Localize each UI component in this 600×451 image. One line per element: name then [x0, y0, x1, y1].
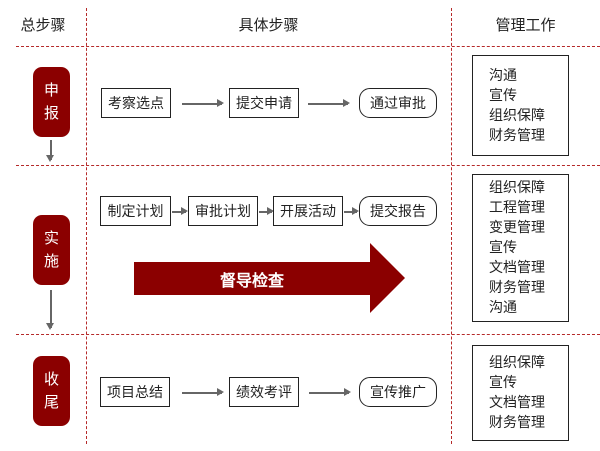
management-box: 组织保障 宣传 文档管理 财务管理 [472, 345, 569, 441]
management-item: 组织保障 [489, 355, 545, 371]
management-item: 财务管理 [489, 127, 545, 144]
step-box: 开展活动 [273, 196, 343, 226]
management-item: 文档管理 [489, 395, 545, 411]
stage-label: 实 [43, 229, 59, 247]
management-item: 宣传 [489, 87, 517, 104]
stage-label: 施 [43, 252, 59, 270]
management-box: 沟通 宣传 组织保障 财务管理 [472, 55, 569, 156]
divider [16, 165, 600, 166]
management-item: 沟通 [489, 67, 517, 84]
management-item: 文档管理 [489, 260, 545, 276]
stage-badge-implement: 实施 [33, 215, 70, 285]
right-arrow-icon [309, 389, 351, 395]
divider [451, 8, 452, 444]
step-box-result: 宣传推广 [359, 377, 437, 407]
right-arrow-icon [259, 208, 274, 214]
management-item: 工程管理 [489, 200, 545, 216]
step-box: 制定计划 [100, 196, 171, 226]
stage-label: 申 [43, 81, 59, 99]
step-box: 考察选点 [101, 88, 171, 118]
header-management: 管理工作 [495, 16, 556, 34]
step-box-result: 提交报告 [359, 196, 437, 226]
down-arrow-icon [47, 290, 53, 330]
stage-label: 尾 [43, 393, 59, 411]
divider [86, 8, 87, 444]
step-box-result: 通过审批 [359, 88, 437, 118]
down-arrow-icon [47, 140, 53, 162]
step-box: 项目总结 [100, 377, 170, 407]
step-box: 绩效考评 [229, 377, 299, 407]
stage-badge-closing: 收尾 [33, 356, 70, 426]
right-arrow-icon [172, 208, 188, 214]
step-box: 提交申请 [229, 88, 299, 118]
right-arrow-icon [182, 100, 224, 106]
management-item: 组织保障 [489, 180, 545, 196]
stage-label: 报 [43, 104, 59, 122]
management-item: 财务管理 [489, 415, 545, 431]
management-item: 变更管理 [489, 220, 545, 236]
header-overall-steps: 总步骤 [20, 16, 66, 34]
management-box: 组织保障 工程管理 变更管理 宣传 文档管理 财务管理 沟通 [472, 174, 569, 322]
divider [16, 334, 600, 335]
management-item: 宣传 [489, 240, 517, 256]
right-arrow-icon [182, 389, 224, 395]
divider [16, 46, 600, 47]
right-arrow-icon [308, 100, 350, 106]
stage-badge-apply: 申报 [33, 67, 70, 137]
management-item: 组织保障 [489, 107, 545, 124]
right-arrow-icon [344, 208, 359, 214]
management-item: 宣传 [489, 375, 517, 391]
stage-label: 收 [43, 370, 59, 388]
header-specific-steps: 具体步骤 [238, 16, 299, 34]
management-item: 沟通 [489, 300, 517, 316]
supervision-label: 督导检查 [219, 270, 284, 290]
management-item: 财务管理 [489, 280, 545, 296]
supervision-arrow-icon [134, 243, 405, 313]
step-box: 审批计划 [188, 196, 258, 226]
